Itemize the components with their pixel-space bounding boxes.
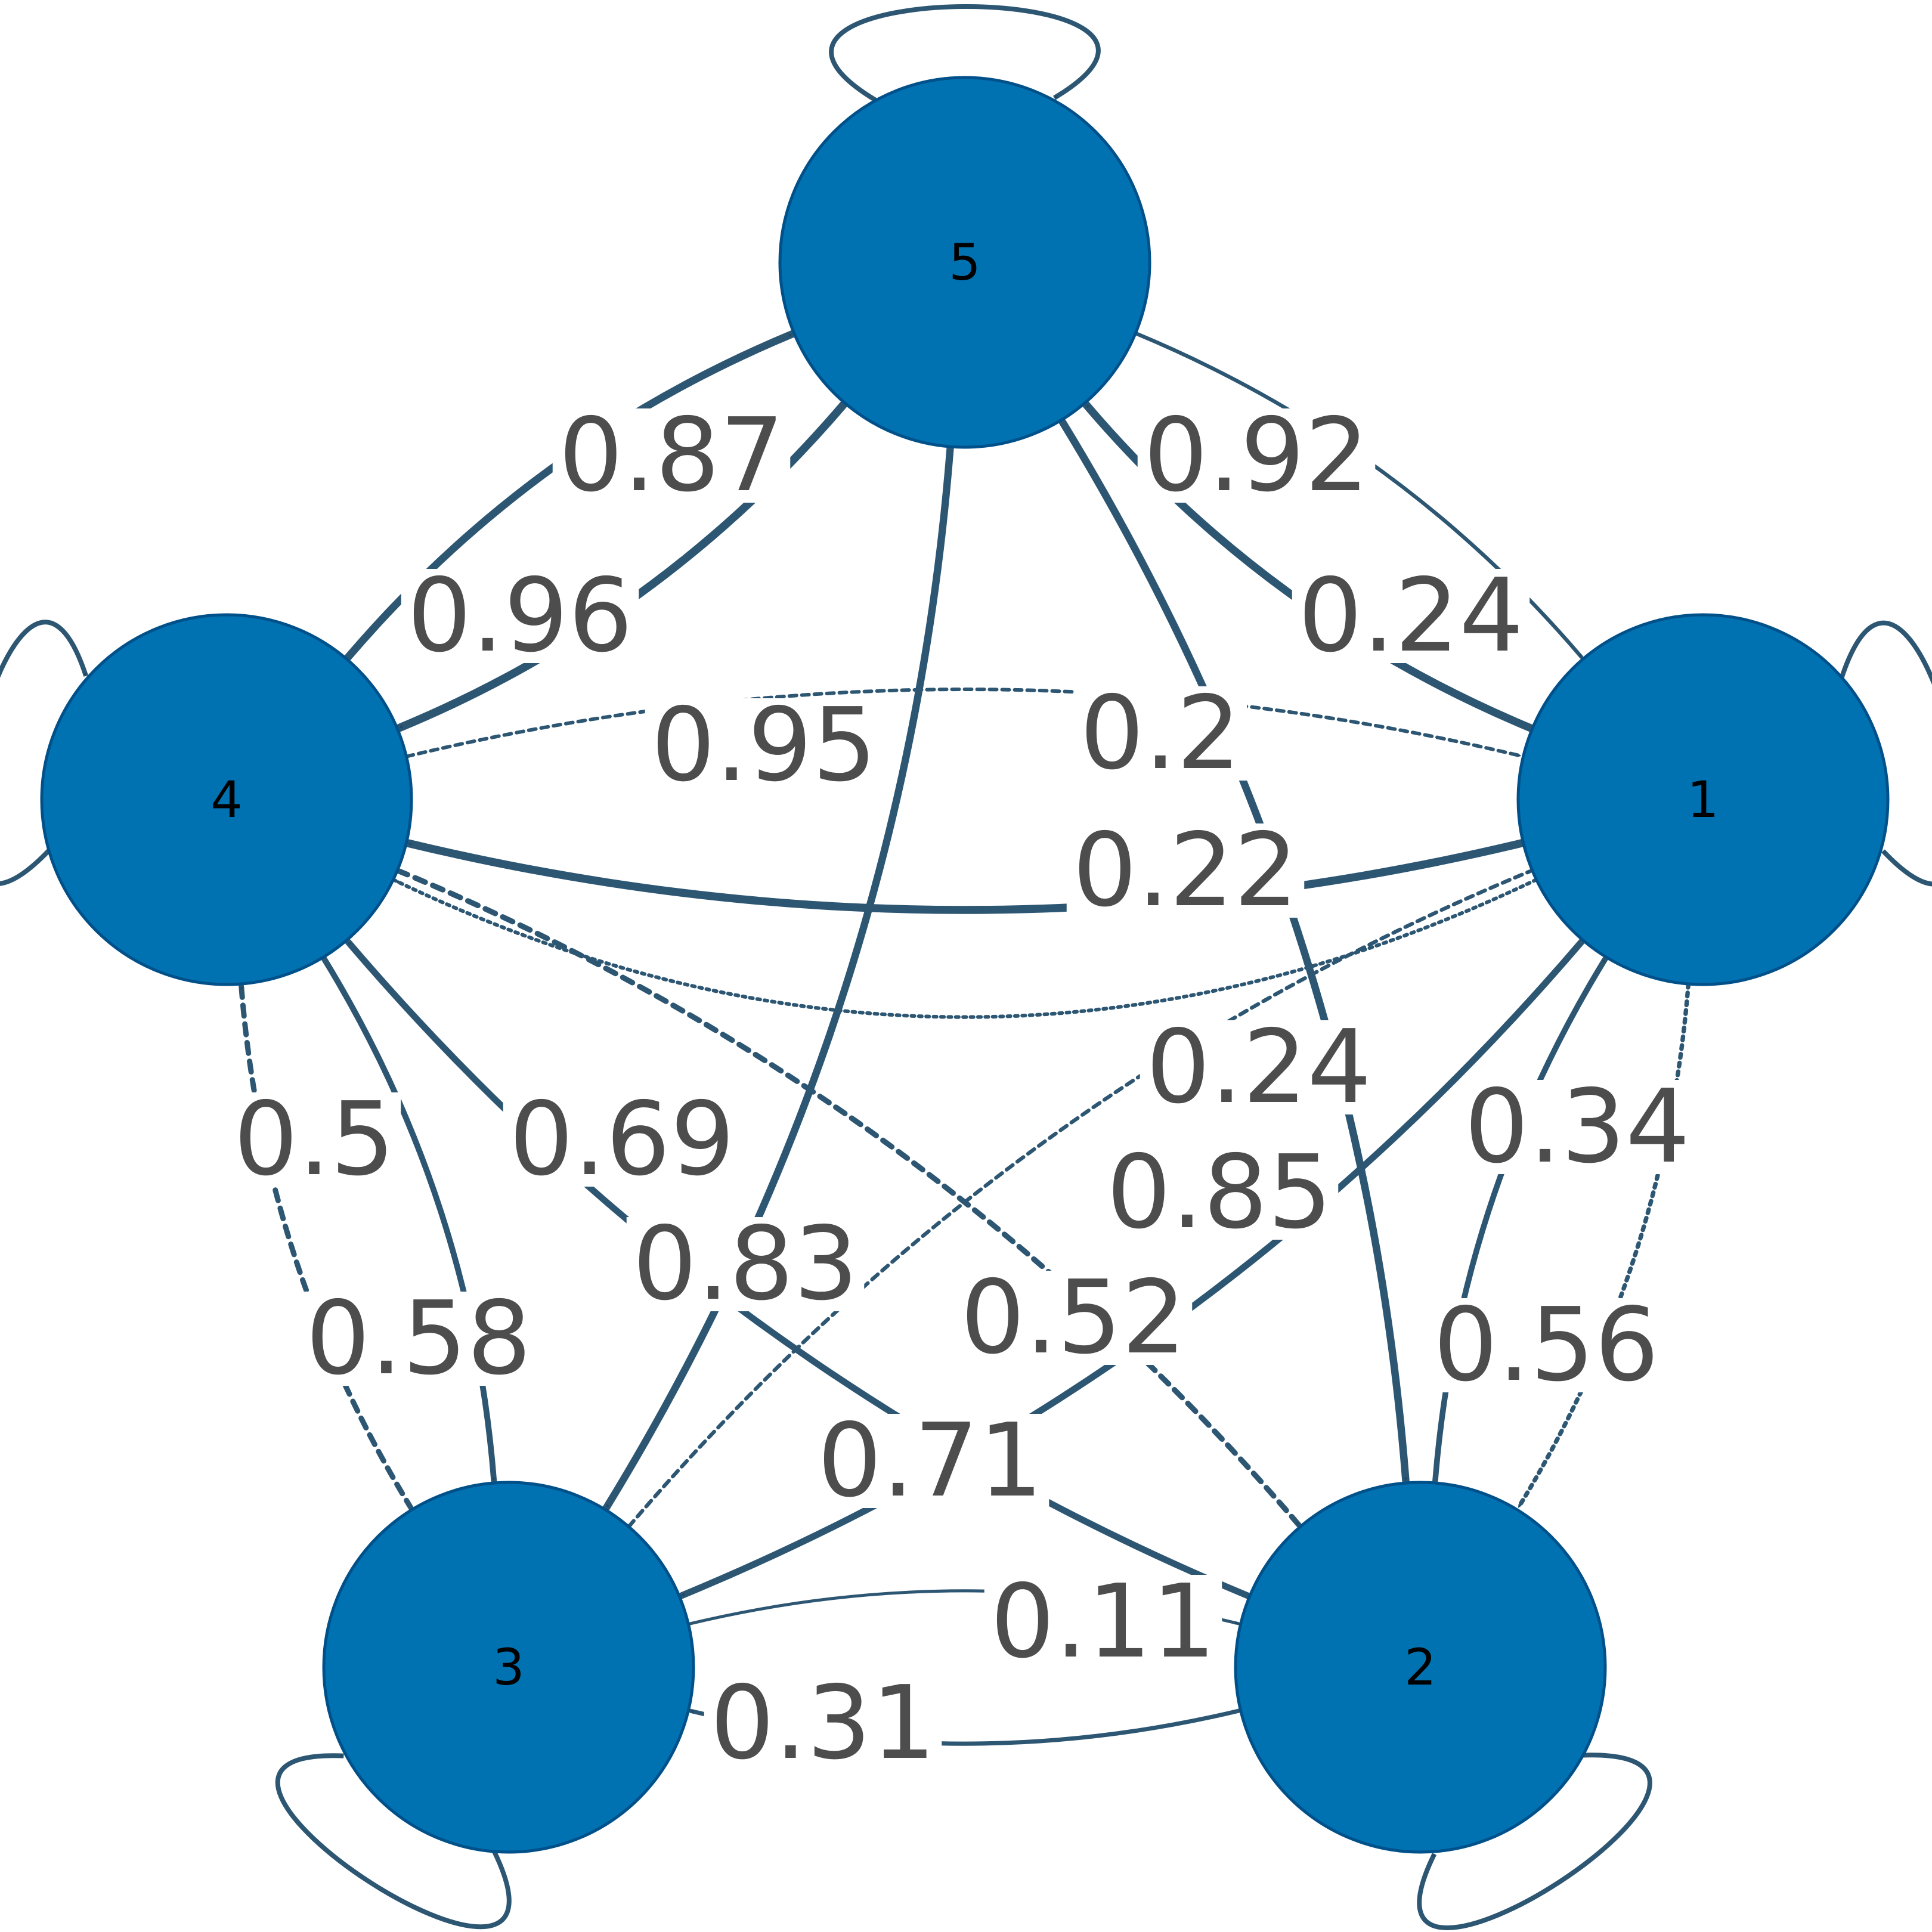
edge-weight-label: 0.52 bbox=[961, 1259, 1187, 1377]
edge-label-background bbox=[811, 1414, 1049, 1508]
edge-label-background bbox=[1292, 569, 1530, 663]
node-label: 2 bbox=[1404, 1638, 1436, 1696]
node-3[interactable]: 3 bbox=[322, 1481, 695, 1854]
edge-label-background bbox=[552, 408, 791, 503]
edge-label-background bbox=[645, 698, 883, 792]
edge-weight-label: 0.87 bbox=[559, 397, 785, 515]
self-loop-edge-1 bbox=[1839, 620, 1932, 887]
edge-label-background bbox=[954, 1271, 1193, 1365]
edge-1-to-2 bbox=[1516, 982, 1691, 1510]
edge-label-background bbox=[984, 1575, 1222, 1669]
node-label: 1 bbox=[1687, 770, 1719, 829]
edge-weight-label: 0.58 bbox=[306, 1280, 532, 1398]
edge-weight-label: 0.96 bbox=[407, 557, 633, 675]
edge-3-to-4 bbox=[239, 983, 415, 1513]
node-label: 3 bbox=[493, 1638, 524, 1696]
edge-label-background bbox=[1458, 1080, 1696, 1174]
edge-weight-label: 0.31 bbox=[710, 1664, 936, 1782]
edge-2-to-1 bbox=[1432, 956, 1608, 1486]
edge-weight-label: 0.95 bbox=[651, 686, 877, 804]
edge-weight-label: 0.24 bbox=[1146, 1008, 1372, 1126]
self-loop-edge-4 bbox=[0, 620, 89, 886]
edge-weight-label: 0.24 bbox=[1298, 557, 1524, 675]
node-label: 5 bbox=[949, 233, 980, 292]
edge-label-background bbox=[1066, 823, 1305, 918]
edge-label-background bbox=[503, 1092, 741, 1187]
edge-weight-label: 0.2 bbox=[1080, 674, 1241, 792]
edge-weight-label: 0.71 bbox=[818, 1402, 1044, 1520]
edge-weight-label: 0.11 bbox=[990, 1563, 1216, 1681]
edge-1-to-4 bbox=[404, 838, 1528, 914]
edge-label-background bbox=[704, 1676, 942, 1770]
edge-3-to-1 bbox=[627, 869, 1532, 1529]
node-circle[interactable] bbox=[1234, 1481, 1607, 1854]
node-2[interactable]: 2 bbox=[1234, 1481, 1607, 1854]
edge-label-background bbox=[626, 1217, 865, 1311]
edge-weight-label: 0.69 bbox=[509, 1080, 735, 1199]
node-circle[interactable] bbox=[778, 76, 1151, 449]
edge-4-to-1 bbox=[404, 688, 1523, 758]
node-label: 4 bbox=[210, 770, 242, 829]
node-5[interactable]: 5 bbox=[778, 76, 1151, 449]
node-1[interactable]: 1 bbox=[1516, 613, 1890, 986]
edge-weight-label: 0.56 bbox=[1433, 1286, 1659, 1404]
edge-label-background bbox=[1073, 686, 1247, 781]
edge-label-background bbox=[1427, 1298, 1665, 1392]
nodes-layer: 1 2 3 4 5 bbox=[40, 76, 1890, 1854]
node-circle[interactable] bbox=[40, 613, 413, 986]
edges-layer bbox=[0, 4, 1932, 1931]
edge-weight-label: 0.22 bbox=[1073, 812, 1299, 930]
edge-label-background bbox=[1140, 1020, 1378, 1114]
node-4[interactable]: 4 bbox=[40, 613, 413, 986]
edge-label-background bbox=[1137, 408, 1376, 503]
edge-weight-label: 0.92 bbox=[1144, 397, 1370, 515]
edge-weight-label: 0.85 bbox=[1107, 1134, 1333, 1252]
node-circle[interactable] bbox=[1516, 613, 1890, 986]
edge-5-to-3 bbox=[602, 442, 954, 1512]
edge-4-to-2 bbox=[394, 868, 1302, 1528]
edge-2-to-4 bbox=[345, 939, 1253, 1600]
edge-1-to-4 bbox=[393, 878, 1538, 1019]
self-loop-edge-5 bbox=[829, 4, 1101, 103]
edge-label-background bbox=[299, 1292, 538, 1386]
edge-5-to-2 bbox=[1057, 416, 1410, 1485]
edge-weight-label: 0.83 bbox=[633, 1205, 859, 1323]
node-circle[interactable] bbox=[322, 1481, 695, 1854]
self-loop-edge-3 bbox=[275, 1753, 512, 1930]
self-loop-edge-2 bbox=[1417, 1753, 1652, 1931]
edge-label-background bbox=[1100, 1145, 1339, 1240]
edge-4-to-3 bbox=[320, 954, 497, 1484]
edge-label-background bbox=[227, 1092, 401, 1187]
edge-weight-label: 0.34 bbox=[1465, 1068, 1690, 1186]
edge-label-background bbox=[401, 569, 639, 663]
edge-weight-label: 0.5 bbox=[234, 1080, 395, 1199]
